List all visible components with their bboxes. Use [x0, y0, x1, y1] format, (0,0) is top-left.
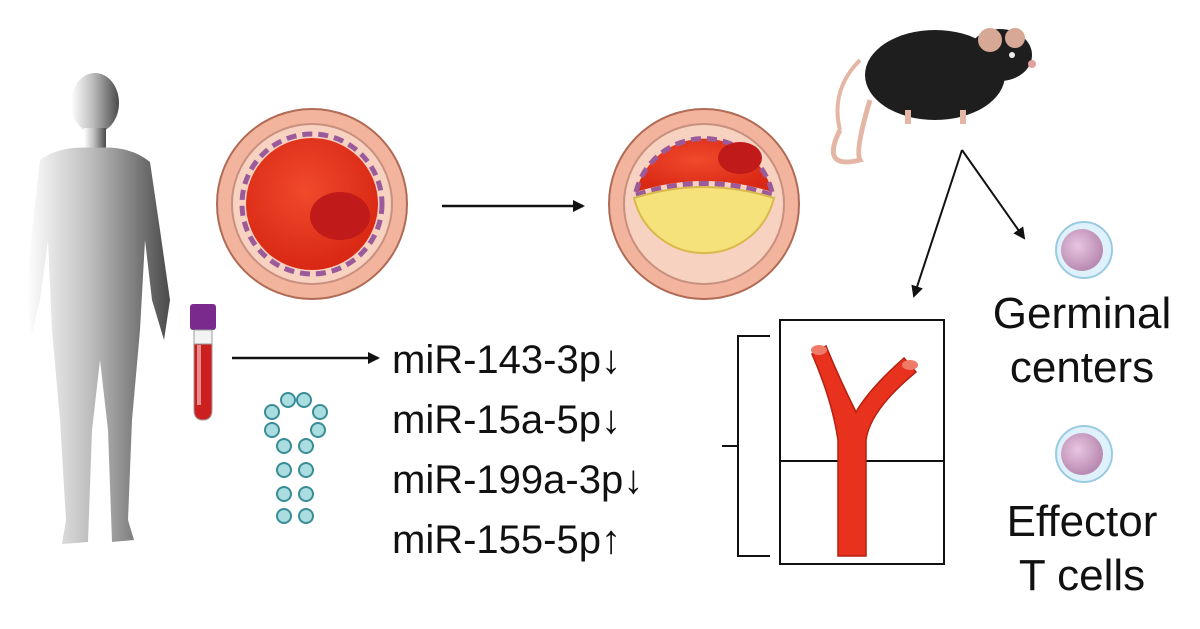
down-arrow-icon: ↓	[623, 458, 644, 502]
healthy-artery-icon	[216, 108, 408, 300]
germinal-line-1: Germinal	[992, 289, 1172, 338]
mirna-bracket	[722, 335, 770, 557]
plaque-artery-icon	[608, 108, 800, 300]
mouse-icon	[830, 28, 1036, 165]
effector-line-2: T cells	[1018, 551, 1146, 600]
down-arrow-icon: ↓	[600, 338, 621, 382]
rna-hairpin-icon	[264, 392, 328, 524]
germinal-line-2: centers	[1009, 343, 1155, 392]
mirna-label-1: miR-143-3p↓	[392, 340, 702, 380]
effector-t-cells-label: Effector T cells	[972, 500, 1192, 598]
mirna-name: miR-199a-3p	[392, 458, 624, 502]
up-arrow-icon: ↑	[600, 518, 621, 562]
germinal-centers-label: Germinal centers	[972, 292, 1192, 390]
down-arrow-icon: ↓	[600, 398, 621, 442]
germinal-cell-icon	[1055, 221, 1113, 279]
human-silhouette-icon	[26, 73, 170, 544]
effector-cell-icon	[1055, 425, 1113, 483]
mouse-to-vessel-arrow	[911, 149, 963, 298]
mirna-label-4: miR-155-5p↑	[392, 520, 702, 560]
vessel-panel	[779, 319, 945, 565]
mirna-label-2: miR-15a-5p↓	[392, 400, 702, 440]
mouse-to-germinal-arrow	[961, 149, 1026, 240]
mirna-name: miR-155-5p	[392, 518, 601, 562]
effector-line-1: Effector	[1006, 497, 1158, 546]
mirna-name: miR-15a-5p	[392, 398, 601, 442]
blood-tube-icon	[190, 304, 216, 421]
mirna-name: miR-143-3p	[392, 338, 601, 382]
mirna-label-3: miR-199a-3p↓	[392, 460, 702, 500]
artery-branch-icon	[811, 344, 918, 557]
